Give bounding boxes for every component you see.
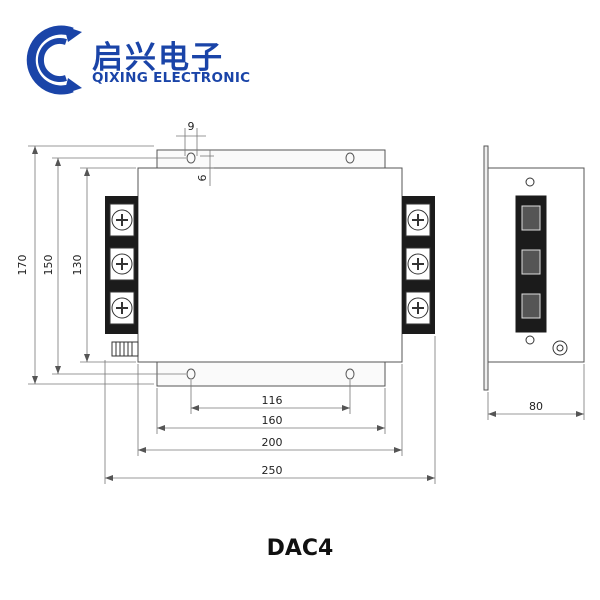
dim-label-150: 150 <box>42 255 55 276</box>
dim-label-200: 200 <box>262 436 283 449</box>
dim-label-130: 130 <box>71 255 84 276</box>
terminal-block-right <box>402 196 435 334</box>
logo-mark-icon <box>26 25 82 95</box>
brand-name-chinese: 启兴电子 <box>92 40 224 76</box>
company-logo <box>26 25 82 95</box>
terminal-screw-icon <box>405 247 431 281</box>
terminal-block-left <box>105 196 138 334</box>
ground-stud-icon <box>552 340 568 356</box>
terminal-screw-icon <box>405 291 431 325</box>
filter-body <box>137 167 403 363</box>
dim-label-80: 80 <box>529 400 543 413</box>
mounting-hole <box>345 152 355 164</box>
mounting-hole <box>186 368 196 380</box>
mounting-hole <box>345 368 355 380</box>
dim-label-250: 250 <box>262 464 283 477</box>
mounting-hole <box>186 152 196 164</box>
ground-stud-icon <box>111 341 139 357</box>
terminal-screw-icon <box>109 203 135 237</box>
brand-name-english: QIXING ELECTRONIC <box>92 70 251 86</box>
dim-label-170: 170 <box>16 255 29 276</box>
terminal-screw-icon <box>109 247 135 281</box>
terminal-screw-icon <box>405 203 431 237</box>
dim-label-116: 116 <box>262 394 283 407</box>
side-view <box>483 145 585 391</box>
terminal-screw-icon <box>109 291 135 325</box>
model-name: DAC4 <box>266 536 334 561</box>
dim-label-9: 9 <box>188 120 195 133</box>
dim-label-6: 6 <box>196 175 209 182</box>
dim-label-160: 160 <box>262 414 283 427</box>
